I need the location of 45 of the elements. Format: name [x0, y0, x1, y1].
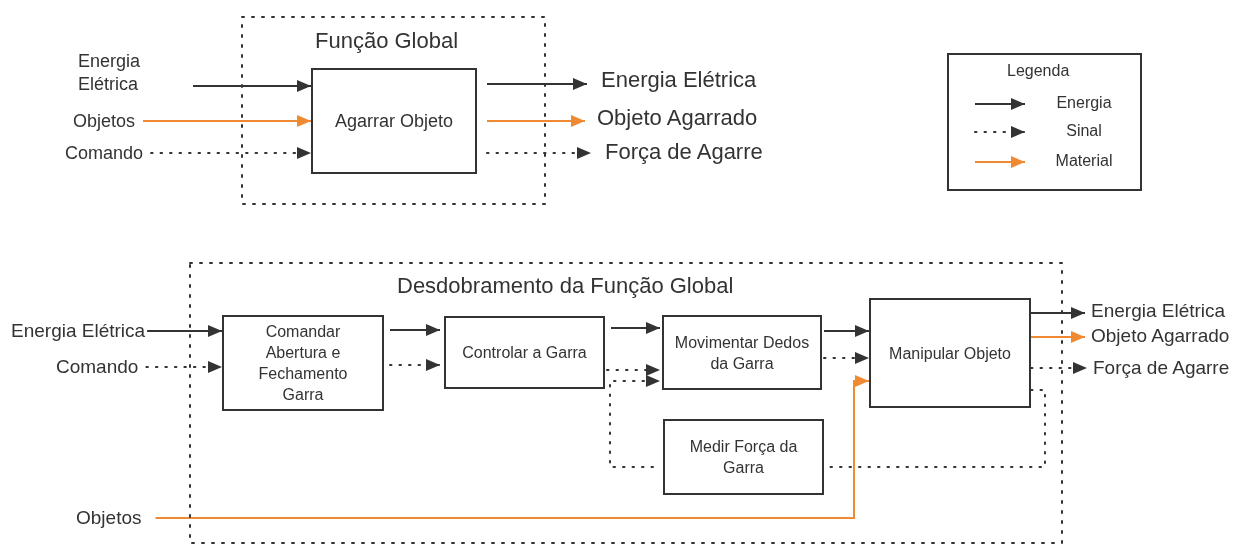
function-box: Comandar Abertura e Fechamento Garra	[222, 315, 384, 411]
legend-label: Sinal	[1065, 122, 1103, 140]
legend-label: Material	[1054, 152, 1114, 170]
flow-label: Energia Elétrica	[601, 68, 757, 92]
arrow	[1030, 307, 1086, 319]
flow-label: Objeto Agarrado	[1091, 324, 1230, 348]
flow-label: Objetos	[76, 506, 142, 530]
arrow	[145, 361, 223, 373]
flow-label: Força de Agarre	[605, 140, 763, 164]
flow-label: Objeto Agarrado	[597, 106, 758, 130]
frame-title: Função Global	[315, 28, 459, 54]
flow-label: Comando	[56, 355, 139, 379]
arrow	[389, 324, 441, 336]
arrow	[154, 375, 870, 519]
flow-label: Objetos	[73, 109, 136, 133]
arrow	[609, 375, 661, 468]
function-box: Manipular Objeto	[869, 298, 1031, 408]
frame-title: Desdobramento da Função Global	[397, 273, 734, 299]
flow-label: Força de Agarre	[1093, 356, 1230, 380]
arrow	[1030, 331, 1086, 343]
arrow	[610, 322, 661, 334]
arrow	[146, 325, 223, 337]
arrow	[192, 80, 312, 92]
flow-label: Comando	[65, 141, 144, 165]
arrow	[486, 147, 592, 159]
arrow	[486, 78, 588, 90]
flow-label: Energia Elétrica	[11, 319, 146, 343]
function-box: Agarrar Objeto	[311, 68, 477, 174]
arrow	[1030, 362, 1088, 374]
arrow	[389, 359, 441, 371]
arrow	[150, 147, 312, 159]
legend-label: Energia	[1055, 94, 1113, 112]
function-box: Movimentar Dedos da Garra	[662, 315, 822, 390]
arrow	[823, 352, 870, 364]
arrow	[823, 325, 870, 337]
dotted-frame	[241, 16, 546, 205]
function-box: Controlar a Garra	[444, 316, 605, 389]
arrow	[486, 115, 586, 127]
dotted-frame	[189, 262, 1063, 544]
function-box: Medir Força da Garra	[663, 419, 824, 495]
arrow	[606, 364, 661, 376]
flow-label: Energia Elétrica	[78, 50, 158, 96]
legend-title: Legenda	[1007, 62, 1070, 80]
flow-label: Energia Elétrica	[1091, 299, 1226, 323]
arrow	[142, 115, 312, 127]
